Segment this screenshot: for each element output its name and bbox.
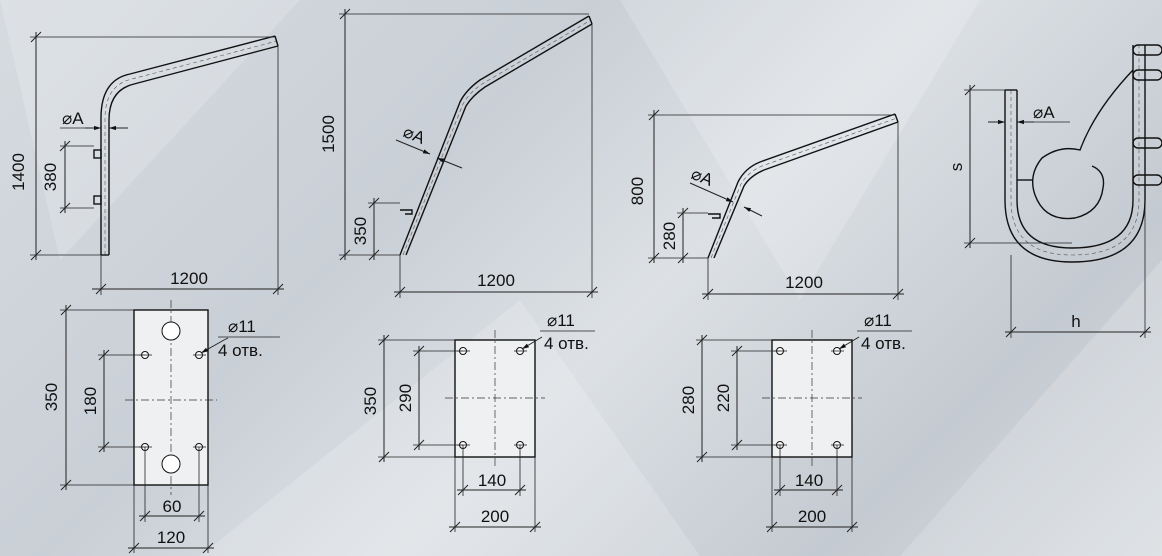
- bracket-3: 800 280 1200 ⌀A: [628, 109, 904, 300]
- plate-3-hole-spacing-h-label: 140: [795, 471, 823, 490]
- plate-2-hole-diameter-label: ⌀11: [547, 311, 575, 330]
- bracket-1-lug: [93, 149, 102, 159]
- bracket-3-width-label: 1200: [785, 273, 823, 292]
- bracket-2-pipe-inner: [405, 23, 593, 256]
- plate-1-hole-spacing-h-label: 60: [163, 497, 182, 516]
- bracket-2-mount-height-label: 350: [351, 217, 370, 245]
- bracket-3-mount-height-label: 280: [660, 222, 679, 250]
- bracket-1-lug: [93, 195, 102, 205]
- plate-3-height-label: 280: [679, 386, 698, 414]
- bracket-2-width-label: 1200: [477, 271, 515, 290]
- bracket-3-height-label: 800: [628, 177, 647, 205]
- bracket-4-pipe-inner: [1016, 45, 1134, 249]
- plate-3-width-label: 200: [798, 507, 826, 526]
- bracket-4-diameter-label: ⌀A: [1033, 103, 1055, 122]
- plate-1-hole-diameter-label: ⌀11: [228, 317, 256, 336]
- plate-1-hole-count-label: 4 отв.: [218, 341, 263, 360]
- plate-2-height-label: 350: [361, 387, 380, 415]
- bracket-1-diameter-label: ⌀A: [62, 109, 84, 128]
- bracket-1-pipe-outer: [100, 35, 276, 255]
- bracket-3-diameter-label: ⌀A: [689, 164, 717, 190]
- plate-2: 350 290 140 200 ⌀11 4 отв.: [361, 311, 595, 533]
- bracket-4-curl: [1032, 69, 1134, 220]
- plate-2-hole-spacing-h-label: 140: [478, 471, 506, 490]
- plate-1-large-hole: [161, 454, 181, 474]
- bracket-4-width-label: h: [1071, 312, 1080, 331]
- bracket-1-width-label: 1200: [170, 269, 208, 288]
- bracket-4: s h ⌀A: [947, 44, 1162, 338]
- bracket-4-pipe-outer: [1004, 45, 1146, 263]
- bracket-1: 1400 380 1200 ⌀A: [9, 31, 284, 295]
- bracket-2-pipe-outer: [399, 15, 590, 256]
- bracket-1-height-label: 1400: [9, 153, 28, 191]
- plate-3-hole-spacing-v-label: 220: [714, 384, 733, 412]
- bracket-2-lug: [400, 209, 413, 215]
- bracket-4-height-label: s: [947, 163, 966, 172]
- bracket-1-mount-height-label: 380: [41, 163, 60, 191]
- plate-2-hole-count-label: 4 отв.: [544, 334, 589, 353]
- plate-1-large-hole: [161, 321, 181, 341]
- bracket-3-pipe-outer: [707, 113, 896, 259]
- plate-1-width-label: 120: [157, 528, 185, 547]
- plate-1: 350 180 60 120 ⌀11 4 отв.: [42, 300, 280, 554]
- plate-2-hole-spacing-v-label: 290: [396, 384, 415, 412]
- bracket-3-lug: [708, 213, 721, 219]
- bracket-2: 1500 350 1200 ⌀A: [319, 8, 598, 298]
- plate-1-hole-spacing-v-label: 180: [81, 387, 100, 415]
- bracket-1-pipe-inner: [108, 45, 279, 255]
- bracket-3-pipe-inner: [713, 121, 899, 259]
- plate-3: 280 220 140 200 ⌀11 4 отв.: [679, 311, 912, 533]
- plate-1-height-label: 350: [42, 383, 61, 411]
- bracket-2-diameter-label: ⌀A: [401, 122, 429, 148]
- plate-3-hole-count-label: 4 отв.: [861, 334, 906, 353]
- bracket-1-pipe-axis: [104, 40, 278, 255]
- plate-3-hole-diameter-label: ⌀11: [864, 311, 892, 330]
- plate-2-width-label: 200: [481, 507, 509, 526]
- bracket-2-height-label: 1500: [319, 115, 338, 153]
